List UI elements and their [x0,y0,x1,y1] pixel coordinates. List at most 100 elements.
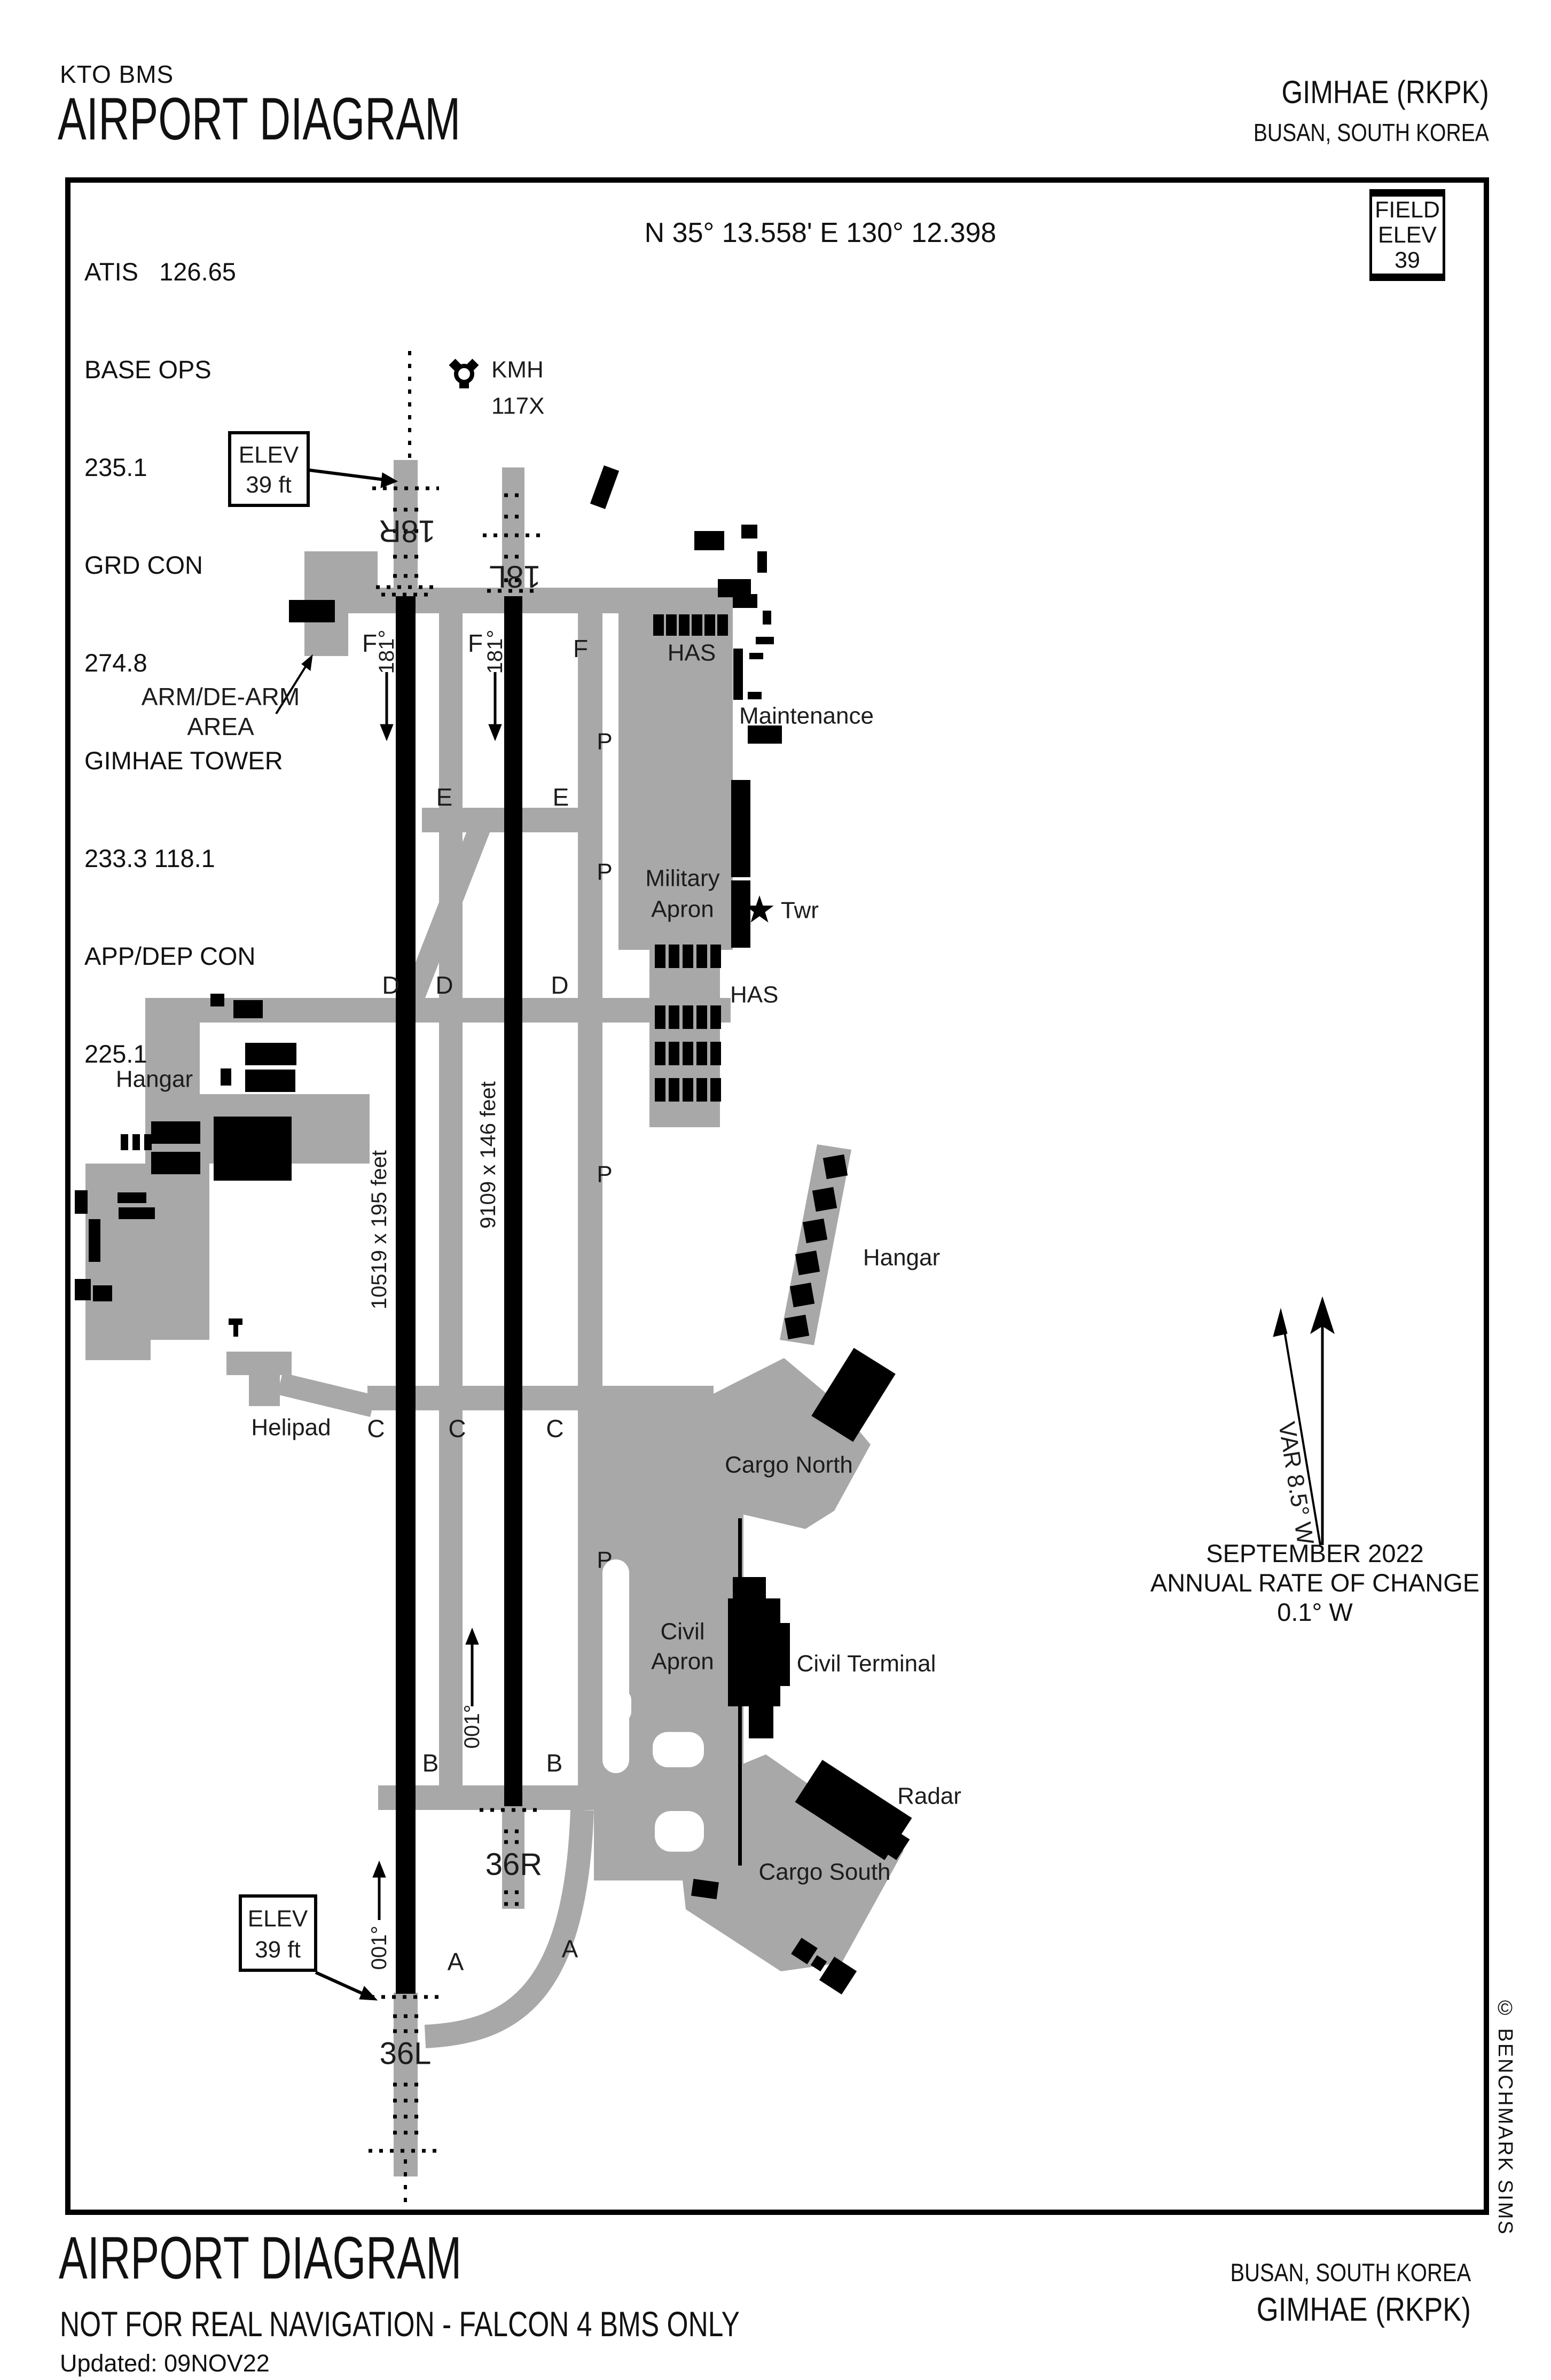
field-elev-line1: FIELD [1375,197,1440,223]
rwy-36r-label: 36R [485,1847,542,1882]
taxiway-c-label-2: C [448,1415,466,1442]
taxiway-apron-pavement [85,460,904,2176]
footer-updated: Updated: 09NOV22 [60,2350,270,2377]
taxiway-d-label-1: D [382,971,400,999]
taxiway-e-label-1: E [436,783,453,811]
rwy-east-dimensions: 9109 x 146 feet [476,1081,500,1229]
page-title: AIRPORT DIAGRAM [58,84,617,153]
taxiway-f-label-1: F [362,629,377,657]
elev-bottom-arrow [315,1971,366,1996]
cargo-north-label: Cargo North [725,1452,853,1478]
comms-frequency-block: ATIS 126.65 BASE OPS 235.1 GRD CON 274.8… [84,190,283,1135]
taxiway-f-label-2: F [468,629,483,657]
taxiway-a-curve [424,1809,594,2048]
hangar-west-label: Hangar [116,1066,193,1093]
civil-terminal-building [733,1577,766,1599]
has-south-label: HAS [730,982,778,1008]
buildings [75,465,912,1995]
vor-tacan-icon [449,358,479,388]
header-airport-block: GIMHAE (RKPK) BUSAN, SOUTH KOREA [1212,74,1489,147]
rwy-36l-label: 36L [380,2036,432,2071]
elev-callout-top: ELEV 39 ft [228,431,310,507]
heading-001-west: 001° [367,1926,391,1970]
elev-bottom-value: 39 ft [255,1937,301,1963]
civil-apron-label-line2: Apron [651,1649,714,1675]
heading-181-west: 181° [375,630,398,674]
elev-callout-bottom: ELEV 39 ft [239,1894,317,1972]
arm-dearm-label-line2: AREA [187,713,254,740]
comms-line: 235.1 [84,453,147,481]
comms-line: 225.1 [84,1040,147,1068]
comms-line: 274.8 [84,649,147,677]
rwy18l-threshold-strip [502,467,524,597]
airport-city: BUSAN, SOUTH KOREA [1253,119,1489,146]
military-maintenance-apron [618,588,733,950]
taxiway-d-label-2: D [435,971,453,999]
magnetic-north-arrow [1282,1321,1321,1546]
runway-18l-36r [504,596,522,1806]
comms-line: 233.3 118.1 [84,844,215,872]
elev-top-arrow [309,469,385,481]
credit-text: © BENCHMARK SIMS [1494,1997,1516,2236]
threshold-markings [369,351,544,2205]
helipad-pad [226,1352,292,1375]
maintenance-label: Maintenance [739,703,874,729]
variation-date: SEPTEMBER 2022 [1206,1539,1424,1567]
cargo-south-apron [673,1754,904,1971]
taxiway-c-label-3: C [546,1415,563,1442]
footer-title: AIRPORT DIAGRAM [59,2225,462,2291]
military-apron-label-line2: Apron [651,896,714,923]
taxiway-p-label-4: P [597,1547,612,1573]
civil-apron-label-line1: Civil [660,1619,704,1645]
taxiway-c-band [367,1386,714,1410]
arm-dearm-pad [304,551,378,589]
taxiway-b-label-2: B [546,1749,563,1777]
taxiway-c-label-1: C [367,1415,385,1442]
direction-arrows [275,469,1335,2001]
airfield-svg: ELEV 39 ft ELEV 39 ft 18R 18L 36R 36L 10… [75,351,1335,2205]
taxiway-d-label-3: D [551,971,568,999]
perimeter-road [738,1518,742,1866]
tower-star-icon [745,895,774,923]
elev-bottom-label: ELEV [248,1906,308,1932]
arm-area-arrow [275,661,309,715]
cargo-south-label: Cargo South [758,1859,890,1885]
variation-note: SEPTEMBER 2022 ANNUAL RATE OF CHANGE 0.1… [1144,1539,1486,1627]
civil-terminal-label: Civil Terminal [797,1651,936,1677]
field-elev-line2: ELEV [1378,222,1437,248]
variation-rate-value: 0.1° W [1277,1598,1353,1626]
military-apron-label-line1: Military [645,865,719,892]
rwy-west-dimensions: 10519 x 195 feet [367,1150,391,1309]
runway-18r-36l [396,596,416,1994]
taxiway-e-label-2: E [553,783,569,811]
taxiway-e-diagonal [402,831,490,998]
airport-name: GIMHAE (RKPK) [1281,74,1489,110]
variation-rate-label: ANNUAL RATE OF CHANGE [1150,1569,1480,1597]
taxiway-a-label-2: A [448,1948,464,1976]
comms-line: BASE OPS [84,355,212,384]
taxiway-a-label-1: A [562,1935,578,1963]
magnetic-variation-label: VAR 8.5° W [1273,1420,1319,1547]
rwy-18l-label: 18L [489,559,541,594]
runways [396,596,522,1994]
footer-airport: GIMHAE (RKPK) [1256,2291,1471,2328]
comms-line: ATIS 126.65 [84,257,236,286]
rwy-18r-label: 18R [379,514,435,549]
taxiway-p-label-1: P [597,729,612,755]
taxiway-p-label-2: P [597,859,612,885]
west-hangar-building [214,1117,292,1181]
chart-frame: ELEV 39 ft ELEV 39 ft 18R 18L 36R 36L 10… [65,177,1489,2215]
comms-line: GRD CON [84,551,203,579]
arm-dearm-label-line1: ARM/DE-ARM [142,683,300,711]
navaid-channel: 117X [491,393,545,419]
radar-label: Radar [897,1783,961,1809]
footer-disclaimer: NOT FOR REAL NAVIGATION - FALCON 4 BMS O… [60,2304,740,2344]
elev-top-value: 39 ft [246,472,292,498]
taxiway-p-label-3: P [597,1161,612,1188]
program-label: KTO BMS [60,60,174,88]
page-title-text: AIRPORT DIAGRAM [58,85,461,152]
has-north-label: HAS [668,640,716,666]
navaid-id: KMH [491,357,544,383]
elev-top-label: ELEV [239,442,299,468]
